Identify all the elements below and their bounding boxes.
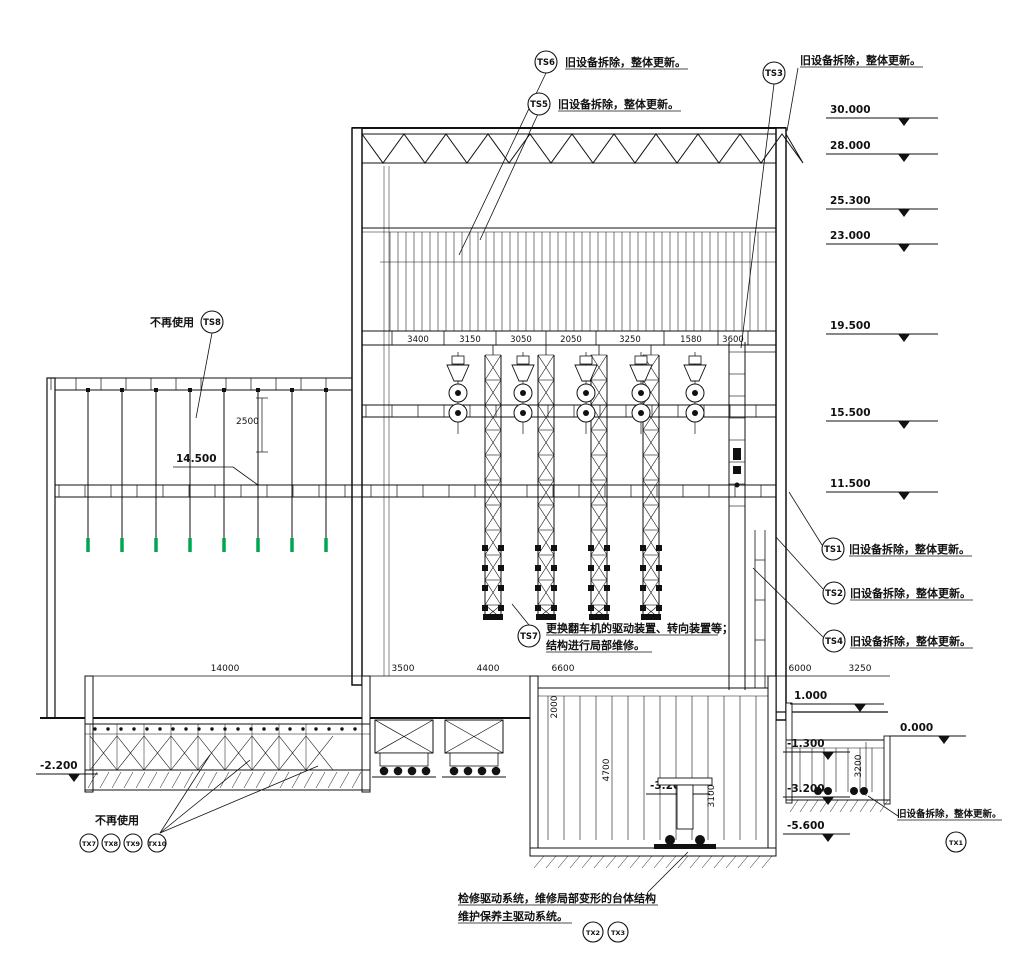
vertical-dim-2000: 2000	[550, 695, 560, 718]
left-column	[351, 127, 363, 686]
elevation-marker-m1300: -1.300	[783, 738, 850, 760]
callout-ts3: TS3	[762, 61, 786, 85]
callout-tx7: TX7	[79, 833, 99, 853]
elevation-marker-0000: 0.000	[896, 722, 966, 744]
callout-label: TS1	[824, 545, 842, 555]
callout-label: TS2	[825, 589, 843, 599]
vertical-dim-3200: 3200	[854, 754, 864, 777]
elevation-label: 11.500	[830, 478, 871, 490]
elevation-label: -2.200	[40, 760, 78, 772]
bottom-dimension: 4400	[477, 664, 500, 674]
callout-label: TX3	[611, 929, 625, 937]
vertical-dim-3100: 3100	[707, 784, 717, 807]
note-demolish-ts5: 旧设备拆除，整体更新。	[558, 97, 679, 111]
annex-level-14500: 14.500	[176, 453, 217, 465]
elevation-label: -1.300	[787, 738, 825, 750]
annex-wall	[46, 377, 56, 719]
bay-dimension: 3600	[722, 335, 744, 345]
bay-dimension: 3400	[407, 335, 429, 345]
note-demolish-ts1: 旧设备拆除，整体更新。	[849, 542, 970, 556]
note-demolish-top-right: 旧设备拆除，整体更新。	[800, 53, 921, 67]
note-demolish-ts4: 旧设备拆除，整体更新。	[850, 634, 971, 648]
callout-tx8: TX8	[101, 833, 121, 853]
elevation-label: 19.500	[830, 320, 871, 332]
elevation-label: 15.500	[830, 407, 871, 419]
note-overhaul-line1: 检修驱动系统，维修局部变形的台体结构	[458, 891, 656, 905]
callout-ts4: TS4	[822, 629, 846, 653]
callout-tx10: TX10	[147, 833, 167, 853]
note-ts7-line2: 结构进行局部维修。	[545, 638, 645, 652]
callout-label: TX9	[126, 840, 140, 848]
callout-label: TX7	[82, 840, 96, 848]
callout-label: TS5	[530, 100, 548, 110]
elevation-marker-1000: 1.000	[790, 690, 884, 712]
callout-ts1: TS1	[821, 537, 845, 561]
bottom-dimension: 3250	[849, 664, 872, 674]
callout-label: TS4	[825, 637, 843, 647]
pit-wall-left	[529, 675, 539, 857]
elevation-label: 23.000	[830, 230, 871, 242]
generated-graphics: 30.000 28.000 25.300 23.000 19.500 15.500 11.5…	[50, 50, 967, 943]
bottom-dimension: 3500	[392, 664, 415, 674]
leader-lines	[159, 67, 899, 893]
callout-ts5: TS5	[527, 92, 551, 116]
callout-label: TS8	[203, 318, 221, 328]
callout-tx1: TX1	[945, 831, 967, 853]
right-column	[775, 127, 787, 721]
callout-label: TS6	[537, 58, 555, 68]
elevation-label: 0.000	[900, 722, 933, 734]
elevation-label: 30.000	[830, 104, 871, 116]
callout-tx9: TX9	[123, 833, 143, 853]
callout-ts8: TS8	[200, 310, 224, 334]
callout-label: TS7	[520, 632, 538, 642]
note-underlines	[458, 66, 1002, 924]
callout-label: TX2	[586, 929, 600, 937]
bay-dimension: 1580	[680, 335, 702, 345]
bay-dimension: 3150	[459, 335, 481, 345]
elevation-label: 25.300	[830, 195, 871, 207]
callout-label: TX1	[949, 839, 963, 847]
pit-wall-right	[767, 675, 777, 857]
note-unused-ts8: 不再使用	[150, 315, 194, 329]
bay-dimension: 3050	[510, 335, 532, 345]
bottom-dimension: 6600	[552, 664, 575, 674]
note-demolish-ts2: 旧设备拆除，整体更新。	[850, 586, 971, 600]
callout-label: TS3	[765, 69, 783, 79]
note-unused-bottom: 不再使用	[95, 813, 139, 827]
elevation-label: 28.000	[830, 140, 871, 152]
elevation-marker-m2200: -2.200	[36, 760, 98, 782]
callout-tx3: TX3	[607, 921, 629, 943]
bottom-dimension: 6000	[789, 664, 812, 674]
vertical-dim-4700: 4700	[602, 758, 612, 781]
note-overhaul-line2: 维护保养主驱动系统。	[458, 909, 568, 923]
callout-tx2: TX2	[582, 921, 604, 943]
elevation-label: -5.600	[787, 820, 825, 832]
callout-ts6: TS6	[534, 50, 558, 74]
bay-dimension: 2050	[560, 335, 582, 345]
bottom-dimension: 14000	[211, 664, 240, 674]
elevation-label: 1.000	[794, 690, 827, 702]
note-demolish-ts6: 旧设备拆除，整体更新。	[565, 55, 686, 69]
annex-dim-2500: 2500	[236, 417, 259, 427]
callout-label: TX10	[148, 840, 167, 848]
callout-ts2: TS2	[822, 581, 846, 605]
elevation-marker-m5600: -5.600	[783, 820, 850, 842]
note-demolish-tx1: 旧设备拆除，整体更新。	[897, 808, 1002, 820]
callout-label: TX8	[104, 840, 118, 848]
callout-ts7: TS7	[517, 624, 541, 648]
bay-dimension: 3250	[619, 335, 641, 345]
note-ts7-line1: 更换翻车机的驱动装置、转向装置等；	[546, 621, 733, 635]
